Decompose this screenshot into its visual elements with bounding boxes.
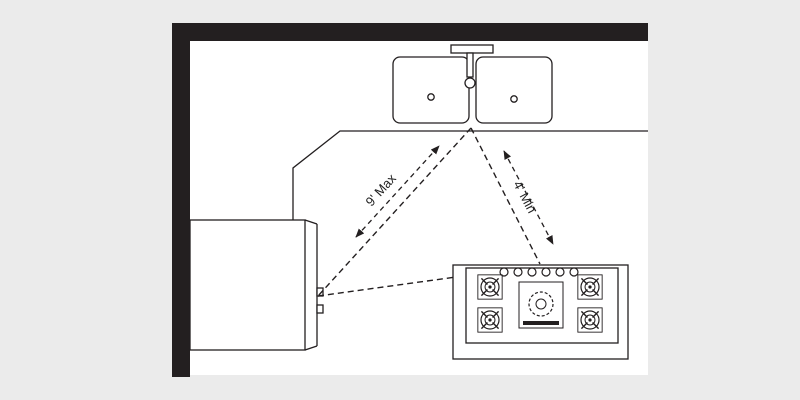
control-knob-icon <box>527 267 537 277</box>
burner-grate-icon <box>477 274 503 300</box>
cooktop-surface <box>465 267 619 344</box>
burner-grate-icon <box>577 307 603 333</box>
walls <box>172 23 648 377</box>
refrigerator-to-cooktop-line <box>317 276 457 297</box>
control-knob-icon <box>569 267 579 277</box>
right-sink-basin <box>475 56 553 124</box>
control-knob-icon <box>499 267 509 277</box>
left-sink-basin <box>392 56 470 124</box>
burner-grate-icon <box>477 307 503 333</box>
burner-grate-icon <box>577 274 603 300</box>
control-knob-icon <box>555 267 565 277</box>
faucet-icon <box>450 44 494 89</box>
top-wall <box>172 23 648 41</box>
refrigerator-body <box>189 219 306 351</box>
control-knob-icon <box>541 267 551 277</box>
countertop <box>292 130 648 220</box>
left-wall <box>172 23 190 377</box>
right-drain <box>510 95 518 103</box>
burners <box>477 274 603 333</box>
sink-to-cooktop-line <box>470 127 541 265</box>
control-knob-icon <box>513 267 523 277</box>
burner-grate-icon <box>518 281 564 329</box>
control-knobs <box>499 267 579 277</box>
sink-icon <box>392 56 553 124</box>
refrigerator-handle <box>316 304 324 314</box>
refrigerator-icon <box>189 219 324 351</box>
dimension-arrows <box>355 145 554 245</box>
cooktop-icon <box>452 264 629 360</box>
left-drain <box>427 93 435 101</box>
max-dimension-arrow <box>355 145 440 238</box>
